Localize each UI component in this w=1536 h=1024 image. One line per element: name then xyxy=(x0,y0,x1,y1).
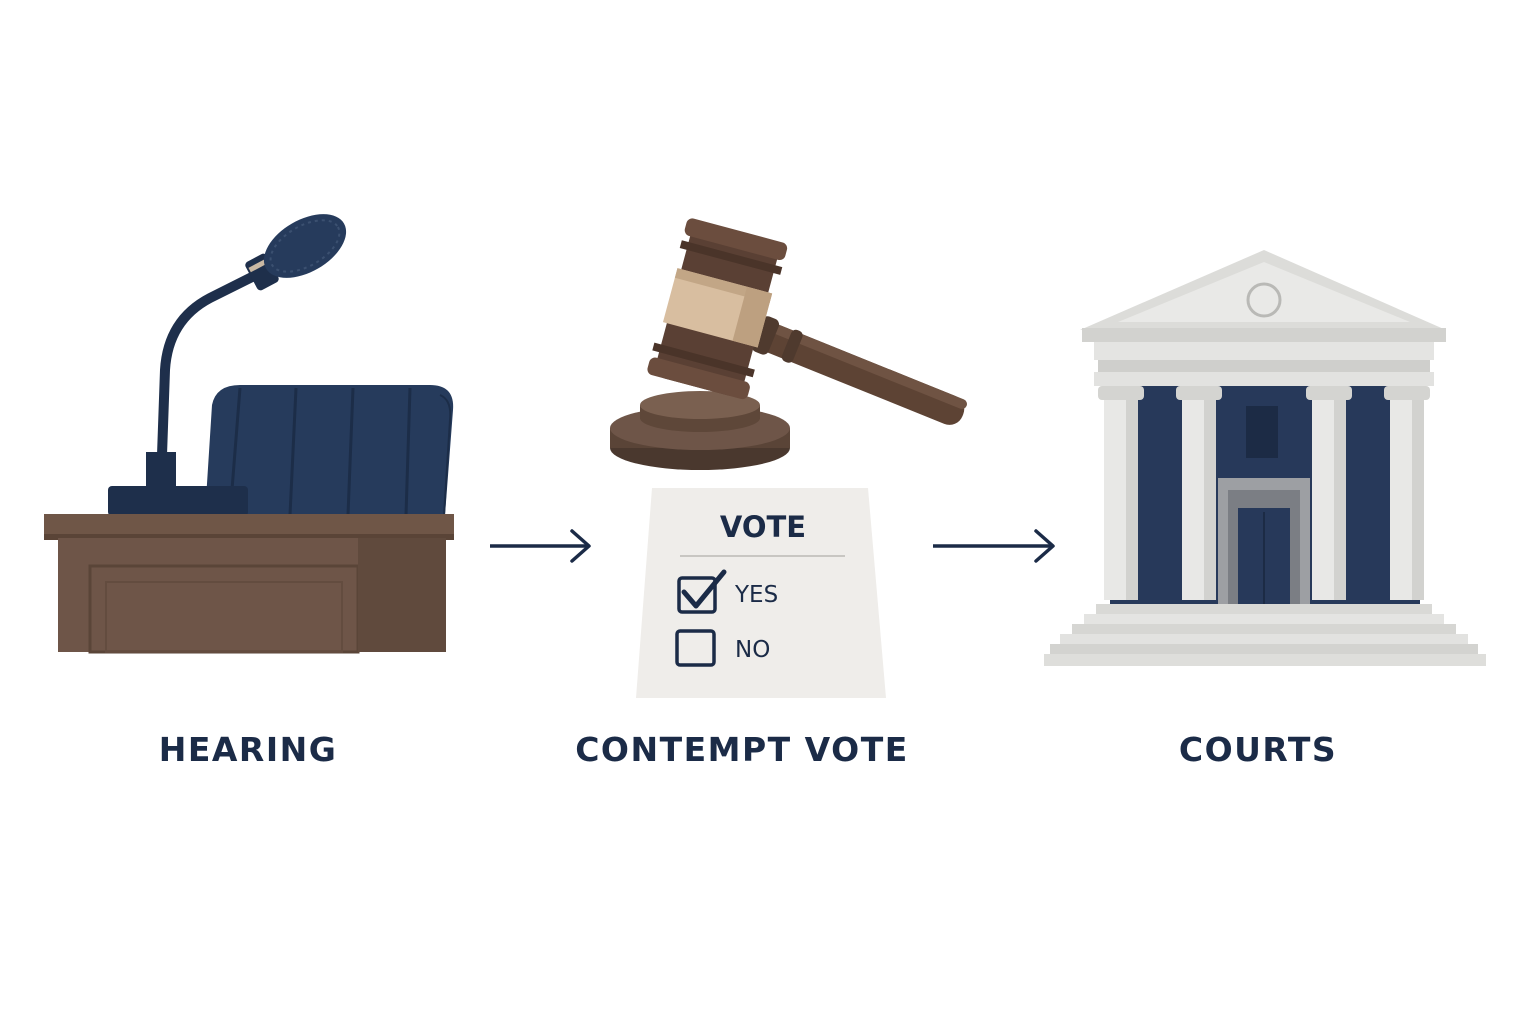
hearing-podium-icon xyxy=(44,214,454,654)
chair-icon xyxy=(205,385,454,516)
podium-icon xyxy=(44,514,454,654)
ballot-option-no-label: NO xyxy=(735,637,770,663)
step-label-courts: COURTS xyxy=(1178,730,1338,769)
arrow-right-icon xyxy=(933,529,1055,563)
checkbox-checked-icon xyxy=(677,576,717,614)
ballot-title: VOTE xyxy=(720,510,806,544)
checkmark-icon xyxy=(681,569,727,609)
checkbox-empty-icon xyxy=(675,629,716,667)
ballot-card: VOTE YES NO xyxy=(636,488,886,698)
step-label-contempt-vote: CONTEMPT VOTE xyxy=(575,730,909,769)
step-label-hearing: HEARING xyxy=(158,730,338,769)
pediment-medallion-icon xyxy=(1246,282,1282,318)
ballot-option-yes-label: YES xyxy=(734,582,778,608)
ballot-option-no: NO xyxy=(675,629,770,667)
ballot-option-yes: YES xyxy=(677,569,778,614)
courthouse-icon xyxy=(1044,250,1486,666)
column-1 xyxy=(1098,386,1144,600)
microphone-icon xyxy=(108,214,347,516)
gavel-icon xyxy=(610,218,967,470)
column-2 xyxy=(1176,386,1222,600)
column-4 xyxy=(1384,386,1430,600)
column-3 xyxy=(1306,386,1352,600)
arrow-right-icon xyxy=(490,529,591,563)
